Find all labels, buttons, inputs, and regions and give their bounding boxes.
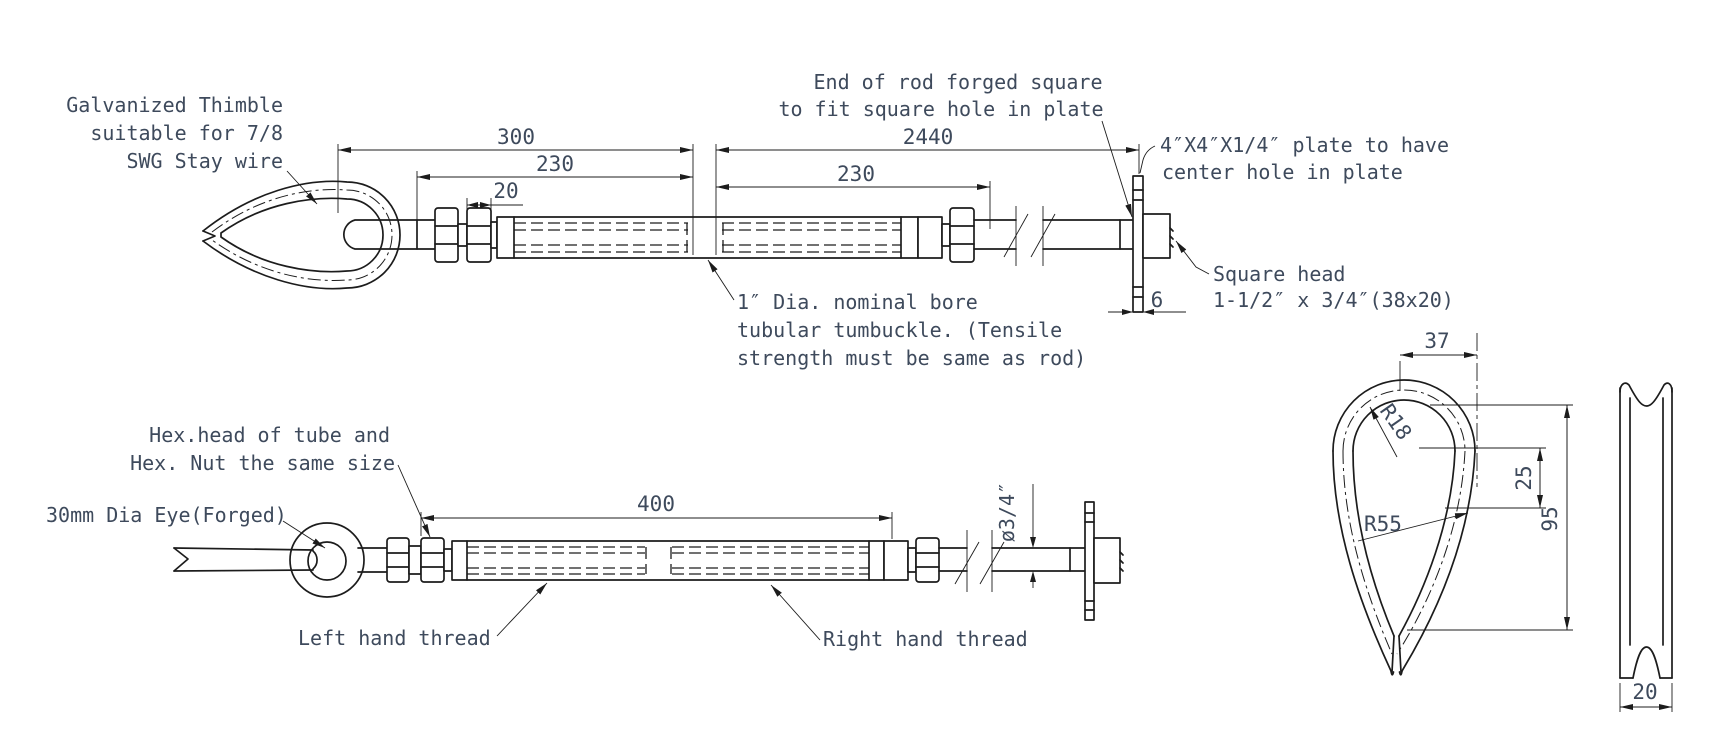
thimble-note-line2: suitable for 7/8	[90, 121, 283, 145]
hex-note-line1: Hex.head of tube and	[149, 423, 390, 447]
rod-diameter-note: ø3/4″	[995, 482, 1019, 542]
turnbuckle-note-line3: strength must be same as rod)	[737, 346, 1086, 370]
thimble-note-line1: Galvanized Thimble	[66, 93, 283, 117]
bottom-dimensions	[420, 484, 1036, 588]
anchor-plate-bottom	[1084, 501, 1095, 621]
dim-6: 6	[1151, 288, 1164, 312]
forged-eye	[289, 522, 388, 598]
plate-note-line2: center hole in plate	[1162, 160, 1403, 184]
hex-nut-right	[917, 207, 975, 263]
turnbuckle-tube-bottom	[451, 540, 885, 581]
hex-nut-right-bottom	[883, 537, 940, 583]
plate-note-line1: 4″X4″X1/4″ plate to have	[1160, 133, 1449, 157]
stay-bar	[173, 547, 318, 572]
rod-with-break	[973, 206, 1134, 266]
turnbuckle-tube	[496, 216, 919, 259]
thimble-side-view	[202, 180, 401, 290]
rod-end-note-line1: End of rod forged square	[814, 70, 1103, 94]
left-thread-note: Left hand thread	[298, 626, 491, 650]
dim-20-section: 20	[1632, 680, 1657, 704]
thimble-section-view: 20	[1619, 382, 1673, 712]
dim-95: 95	[1538, 506, 1562, 531]
square-head-note-line1: Square head	[1213, 262, 1345, 286]
dim-300: 300	[497, 125, 535, 149]
dim-25: 25	[1512, 465, 1536, 490]
square-head-note-line2: 1-1/2″ x 3/4″(38x20)	[1213, 288, 1454, 312]
thimble-detail-view: 37 R18 25 R55 95	[1332, 329, 1573, 676]
top-dimensions	[337, 144, 1186, 315]
top-assembly: Galvanized Thimble suitable for 7/8 SWG …	[66, 70, 1454, 370]
bottom-leaders	[282, 464, 821, 641]
dim-r18: R18	[1375, 400, 1416, 445]
thimble-note-line3: SWG Stay wire	[126, 149, 283, 173]
dim-230-right: 230	[837, 162, 875, 186]
turnbuckle-note-line2: tubular tumbuckle. (Tensile	[737, 318, 1062, 342]
dim-37: 37	[1424, 329, 1449, 353]
rod-end-note-line2: to fit square hole in plate	[778, 97, 1103, 121]
dim-2440: 2440	[903, 125, 954, 149]
hex-note-line2: Hex. Nut the same size	[130, 451, 395, 475]
dim-20: 20	[493, 179, 518, 203]
square-head	[1142, 213, 1174, 259]
square-head-bottom	[1093, 537, 1124, 584]
thimble-detail-dimensions	[1357, 333, 1573, 631]
hex-nuts-left-bottom	[386, 537, 453, 583]
top-leaders	[286, 120, 1210, 301]
turnbuckle-note-line1: 1″ Dia. nominal bore	[737, 290, 978, 314]
eye-note: 30mm Dia Eye(Forged)	[46, 503, 287, 527]
rod-with-break-bottom	[938, 530, 1086, 592]
bottom-assembly: 30mm Dia Eye(Forged) Hex.head of tube an…	[46, 423, 1124, 651]
dim-400: 400	[637, 492, 675, 516]
rod-eye-end	[343, 219, 448, 250]
right-thread-note: Right hand thread	[823, 627, 1028, 651]
section-dimensions	[1619, 683, 1673, 712]
hex-nuts-left	[434, 207, 498, 263]
dim-r55: R55	[1364, 512, 1402, 536]
dim-230-left: 230	[536, 152, 574, 176]
anchor-plate	[1132, 175, 1144, 313]
